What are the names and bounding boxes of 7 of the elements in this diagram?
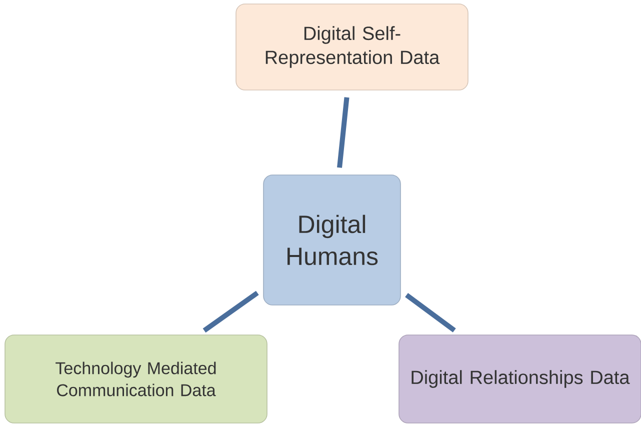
text-box: Digital Self- Representation Data <box>236 4 468 90</box>
text-box: Digital Humans <box>263 174 401 306</box>
text-box: Digital Relationships Data <box>398 334 641 424</box>
connector-line <box>405 292 456 332</box>
text-box: Technology Mediated Communication Data <box>4 334 268 424</box>
connector-line <box>337 97 350 168</box>
connector-line <box>202 290 259 333</box>
